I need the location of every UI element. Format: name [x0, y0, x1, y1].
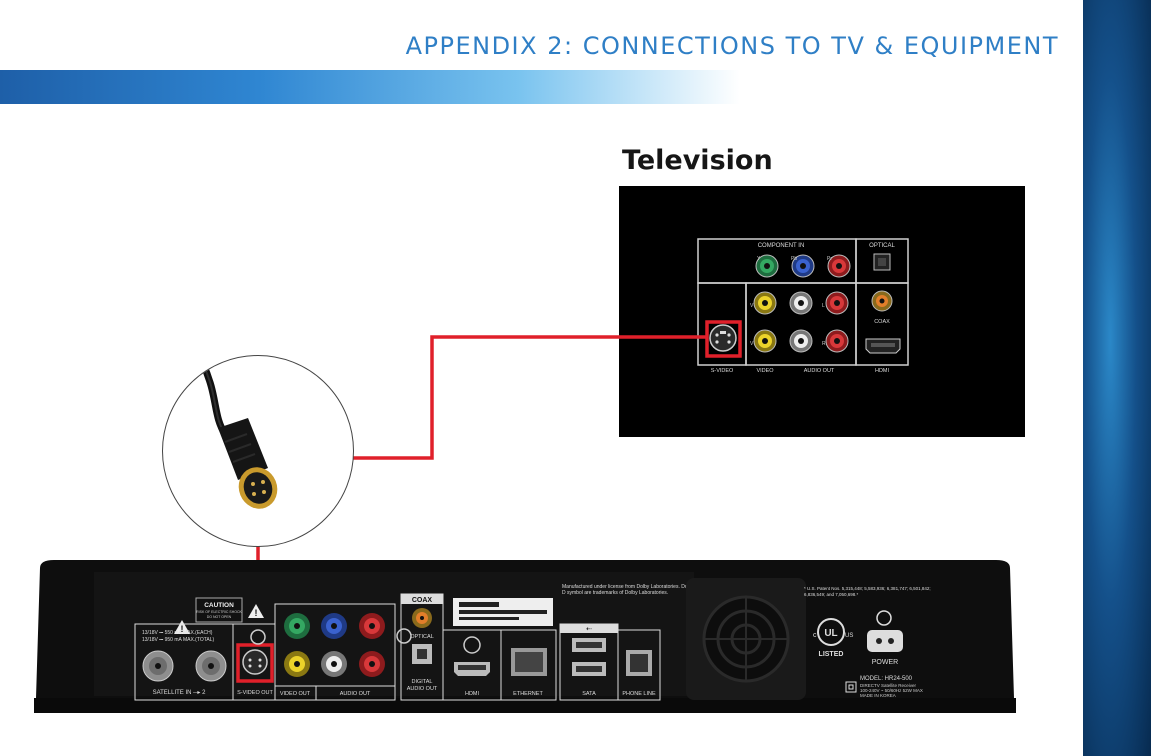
satellite-in-jack-2 [195, 650, 227, 682]
audio-out-label: AUDIO OUT [804, 368, 835, 374]
svg-text:V: V [750, 341, 754, 347]
coax-jack [871, 290, 893, 312]
hdmi-out-port [454, 662, 490, 676]
cooling-fan-grille [686, 578, 806, 700]
hdmi-port [865, 338, 901, 354]
sata-port [572, 662, 606, 676]
coax-label: COAX [412, 597, 433, 604]
header-gradient-bar [0, 70, 740, 104]
video-label: VIDEO [756, 368, 774, 374]
receiver-back-panel: ! CAUTION RISK OF ELECTRIC SHOCK DO NOT … [34, 558, 1016, 713]
usb-port [572, 638, 606, 652]
svideo-cable-closeup [162, 355, 354, 547]
svg-text:⇠: ⇠ [586, 626, 592, 633]
ethernet-port [511, 648, 547, 676]
component-jack-red [359, 613, 385, 639]
satellite-in-label: SATELLITE IN ─▸ 2 [153, 690, 206, 696]
patent-notice: * U.S. Patent Nos. 5,315,448; 5,583,936;… [804, 586, 931, 597]
component-jack-blue [321, 613, 347, 639]
rca-jack-blue [791, 254, 815, 278]
coax-out-jack [412, 608, 432, 628]
optical-out-jack [412, 644, 432, 664]
caution-label: CAUTION [204, 602, 234, 609]
svg-text:US: US [845, 633, 853, 639]
optical-jack [873, 253, 891, 271]
power-inlet [867, 630, 903, 652]
svg-text:UL: UL [824, 628, 837, 639]
coax-hdmi-box [855, 282, 909, 366]
ul-listed-logo: UL c US LISTED [813, 618, 853, 658]
hdmi-label: HDMI [875, 368, 890, 374]
side-decoration-panel [1083, 0, 1151, 756]
svg-text:100-240V ~ 50/60Hz 52W MAX: 100-240V ~ 50/60Hz 52W MAX [860, 688, 923, 693]
svg-text:Y: Y [757, 256, 761, 262]
rca-jack-yellow [753, 291, 777, 315]
audio-jack-white [321, 651, 347, 677]
svg-text:L: L [822, 303, 825, 309]
svg-text:Pr: Pr [827, 256, 832, 262]
rca-jack-white [789, 291, 813, 315]
rca-jack-red [825, 291, 849, 315]
component-in-label: COMPONENT IN [758, 243, 805, 249]
svg-text:13/18V ⎓ 550 mA MAX.(EACH): 13/18V ⎓ 550 mA MAX.(EACH) [142, 630, 213, 636]
svg-text:13/18V ⎓ 950 mA MAX.(TOTAL): 13/18V ⎓ 950 mA MAX.(TOTAL) [142, 637, 215, 643]
svg-text:R: R [822, 341, 826, 347]
svideo-highlight [705, 320, 742, 358]
audio-jack-red [359, 651, 385, 677]
svideo-out-highlight [236, 643, 274, 683]
television-title: Television [622, 145, 773, 176]
svg-text:MADE IN KOREA: MADE IN KOREA [860, 693, 896, 698]
component-jack-green [284, 613, 310, 639]
video-out-label: VIDEO OUT [280, 691, 311, 697]
svg-text:Pb: Pb [791, 256, 797, 262]
rca-jack-red [825, 329, 849, 353]
svg-text:DO NOT OPEN: DO NOT OPEN [207, 615, 232, 619]
svideo-out-label: S-VIDEO OUT [237, 690, 273, 696]
power-label: POWER [872, 659, 898, 666]
model-label: MODEL: HR24-500 [860, 676, 913, 682]
sata-label: SATA [582, 691, 596, 697]
svg-text:V: V [750, 303, 754, 309]
svg-text:OPTICAL: OPTICAL [410, 634, 434, 640]
optical-label: OPTICAL [869, 243, 895, 249]
svg-text:c: c [813, 632, 817, 639]
phone-line-label: PHONE LINE [622, 691, 656, 697]
hdmi-out-label: HDMI [465, 691, 480, 697]
television-panel: COMPONENT IN OPTICAL COAX S-VIDEO VIDEO … [619, 186, 1025, 437]
svideo-jack [709, 324, 737, 352]
svg-text:LISTED: LISTED [819, 651, 844, 658]
svg-text:DIGITAL: DIGITAL [412, 679, 433, 685]
rca-jack-red [827, 254, 851, 278]
video-jack-yellow [284, 651, 310, 677]
svg-text:RISK OF ELECTRIC SHOCK: RISK OF ELECTRIC SHOCK [196, 610, 242, 614]
phone-line-port [626, 650, 652, 676]
svg-text:!: ! [181, 624, 184, 634]
rca-jack-white [789, 329, 813, 353]
rca-jack-yellow [753, 329, 777, 353]
coax-label: COAX [874, 319, 890, 325]
page-title: APPENDIX 2: CONNECTIONS TO TV & EQUIPMEN… [405, 32, 1059, 60]
svideo-out-jack [242, 649, 268, 675]
audio-out-label: AUDIO OUT [340, 691, 371, 697]
satellite-in-jack-1 [142, 650, 174, 682]
dolby-notice: Manufactured under license from Dolby La… [562, 584, 731, 596]
rca-jack-green [755, 254, 779, 278]
svg-text:DIRECTV Satellite Receiver: DIRECTV Satellite Receiver [860, 683, 917, 688]
svg-text:!: ! [255, 608, 258, 618]
ethernet-label: ETHERNET [513, 691, 543, 697]
svg-text:AUDIO OUT: AUDIO OUT [407, 686, 438, 692]
svideo-label: S-VIDEO [711, 368, 734, 374]
